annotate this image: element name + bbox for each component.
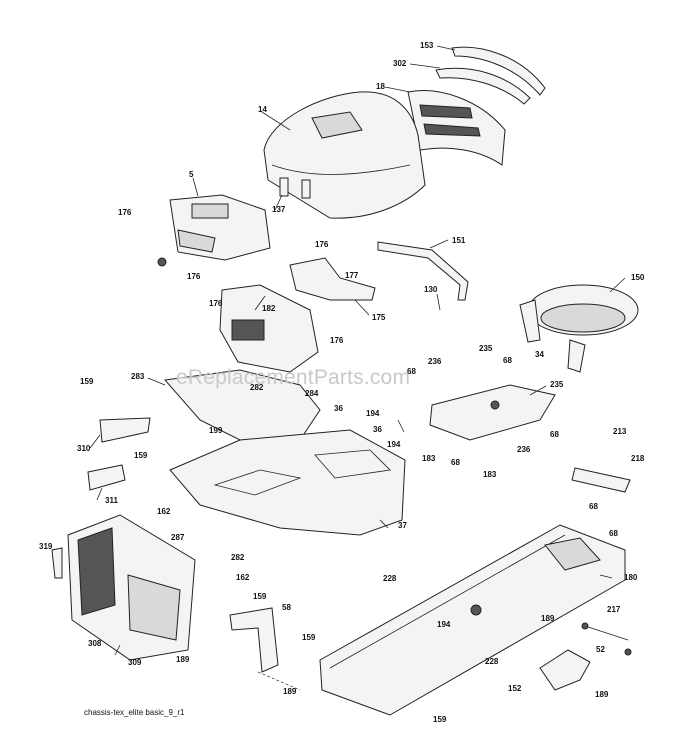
callout-194-b: 194 bbox=[387, 440, 401, 449]
callout-18: 18 bbox=[376, 82, 385, 91]
callout-194-c: 194 bbox=[437, 620, 451, 629]
part-18-grille bbox=[407, 90, 506, 166]
callout-183-b: 183 bbox=[483, 470, 497, 479]
callout-68-e: 68 bbox=[589, 502, 598, 511]
part-311-bracket bbox=[87, 464, 126, 491]
callout-176-a: 176 bbox=[118, 208, 132, 217]
callout-162-b: 162 bbox=[236, 573, 250, 582]
callout-175: 175 bbox=[372, 313, 386, 322]
callout-36-a: 36 bbox=[334, 404, 343, 413]
callout-287: 287 bbox=[171, 533, 185, 542]
callout-235-b: 235 bbox=[550, 380, 564, 389]
callout-159-e: 159 bbox=[433, 715, 447, 724]
callout-68-b: 68 bbox=[407, 367, 416, 376]
callout-34: 34 bbox=[535, 350, 544, 359]
part-58-bracket bbox=[229, 607, 301, 691]
callout-213: 213 bbox=[613, 427, 627, 436]
callout-180: 180 bbox=[624, 573, 638, 582]
callout-68-f: 68 bbox=[609, 529, 618, 538]
part-175-bracket bbox=[289, 257, 376, 301]
callout-182: 182 bbox=[262, 304, 276, 313]
callout-189-a: 189 bbox=[176, 655, 190, 664]
callout-302: 302 bbox=[393, 59, 407, 68]
callout-189-d: 189 bbox=[595, 690, 609, 699]
callout-52: 52 bbox=[596, 645, 605, 654]
watermark: eReplacementParts.com bbox=[176, 366, 411, 389]
callout-189-c: 189 bbox=[541, 614, 555, 623]
callout-282-a: 282 bbox=[250, 383, 264, 392]
callout-284: 284 bbox=[305, 389, 319, 398]
callout-153: 153 bbox=[420, 41, 434, 50]
part-150-shroud bbox=[519, 284, 639, 373]
part-217-rod bbox=[581, 622, 632, 656]
callout-152: 152 bbox=[508, 684, 522, 693]
callout-236-b: 236 bbox=[517, 445, 531, 454]
part-319-clip bbox=[51, 547, 63, 579]
part-180-frame bbox=[319, 524, 626, 716]
callout-159-d: 159 bbox=[302, 633, 316, 642]
callout-159-a: 159 bbox=[80, 377, 94, 386]
callout-137: 137 bbox=[272, 205, 286, 214]
callout-194-a: 194 bbox=[366, 409, 380, 418]
callout-236-a: 236 bbox=[428, 357, 442, 366]
callout-68-d: 68 bbox=[451, 458, 460, 467]
callout-218: 218 bbox=[631, 454, 645, 463]
callout-217: 217 bbox=[607, 605, 621, 614]
callout-228-b: 228 bbox=[485, 657, 499, 666]
leader-lines bbox=[89, 45, 626, 656]
part-37-footrest bbox=[169, 429, 406, 536]
part-5-dash bbox=[157, 194, 271, 267]
callout-176-c: 176 bbox=[187, 272, 201, 281]
callout-189-b: 189 bbox=[283, 687, 297, 696]
callout-176-e: 176 bbox=[209, 299, 223, 308]
part-302-strip bbox=[435, 67, 531, 105]
callout-159-b: 159 bbox=[134, 451, 148, 460]
callout-199: 199 bbox=[209, 426, 223, 435]
callout-176-d: 176 bbox=[330, 336, 344, 345]
callout-150: 150 bbox=[631, 273, 645, 282]
part-34-plate bbox=[429, 384, 556, 441]
callout-176-b: 176 bbox=[315, 240, 329, 249]
part-152-bracket bbox=[539, 649, 591, 691]
callout-309: 309 bbox=[128, 658, 142, 667]
part-151-bracket bbox=[377, 241, 469, 301]
callout-235-a: 235 bbox=[479, 344, 493, 353]
footer-code: chassis-tex_elite basic_9_r1 bbox=[84, 708, 185, 717]
part-153-trim bbox=[451, 46, 546, 96]
callout-37: 37 bbox=[398, 521, 407, 530]
callout-130: 130 bbox=[424, 285, 438, 294]
callout-151: 151 bbox=[452, 236, 466, 245]
callout-14: 14 bbox=[258, 105, 267, 114]
callout-310: 310 bbox=[77, 444, 91, 453]
part-283-fender bbox=[164, 369, 321, 446]
part-310-bracket bbox=[99, 417, 151, 443]
callout-58: 58 bbox=[282, 603, 291, 612]
callout-68-c: 68 bbox=[550, 430, 559, 439]
callout-68-a: 68 bbox=[503, 356, 512, 365]
callout-36-b: 36 bbox=[373, 425, 382, 434]
callout-5: 5 bbox=[189, 170, 194, 179]
callout-177: 177 bbox=[345, 271, 359, 280]
callout-282-b: 282 bbox=[231, 553, 245, 562]
part-309-front-panel bbox=[67, 514, 196, 661]
callout-162-a: 162 bbox=[157, 507, 171, 516]
callout-319: 319 bbox=[39, 542, 53, 551]
callout-308: 308 bbox=[88, 639, 102, 648]
callout-311: 311 bbox=[105, 496, 118, 505]
callout-228-a: 228 bbox=[383, 574, 397, 583]
part-218-bracket bbox=[571, 467, 631, 493]
callout-159-c: 159 bbox=[253, 592, 267, 601]
callout-283: 283 bbox=[131, 372, 145, 381]
part-182-lower-dash bbox=[219, 284, 319, 373]
callout-183-a: 183 bbox=[422, 454, 436, 463]
part-14-hood bbox=[263, 91, 426, 219]
